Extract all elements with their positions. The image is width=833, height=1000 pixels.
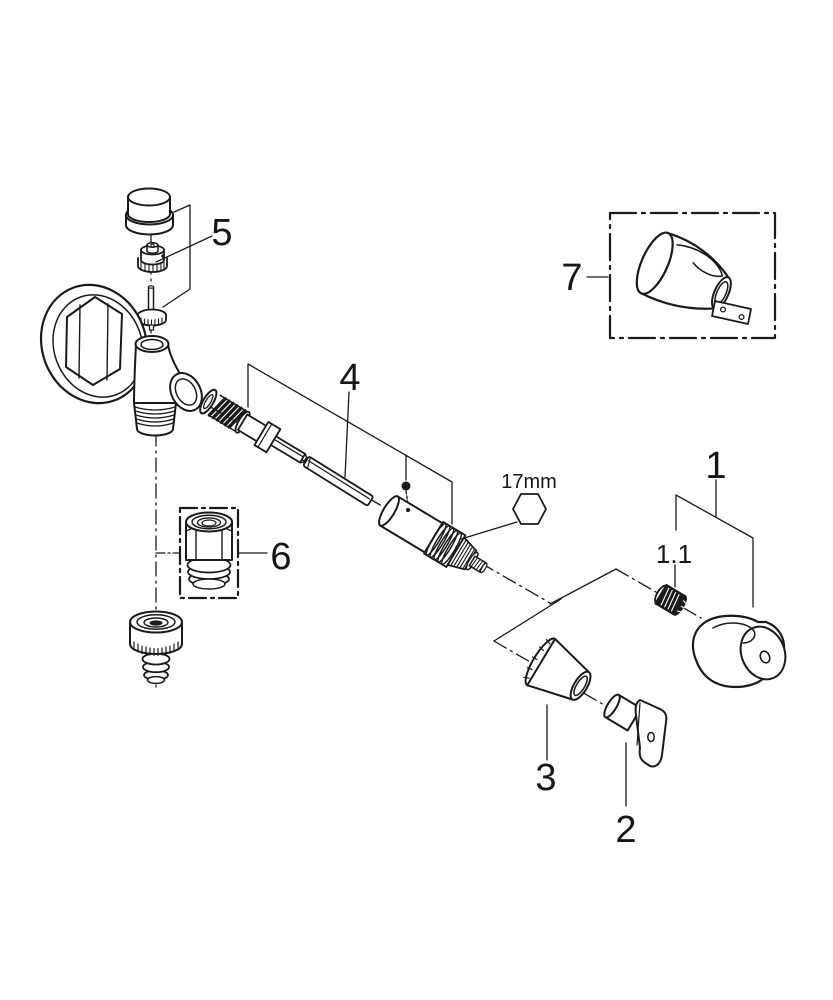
hex-rod xyxy=(302,456,374,507)
leader-5 xyxy=(155,235,213,263)
part2-operating-key xyxy=(603,693,668,768)
centerlines xyxy=(150,233,702,714)
headpart-cartridge xyxy=(378,495,488,574)
callout-2: 2 xyxy=(615,809,636,851)
callout-3: 3 xyxy=(535,757,556,799)
part4-headpart-set xyxy=(199,388,488,574)
callout-5: 5 xyxy=(211,212,232,254)
hose-union-connector xyxy=(129,610,183,685)
threaded-outlet xyxy=(133,402,177,437)
valve-core xyxy=(137,242,168,273)
detent-ball xyxy=(401,481,411,491)
leader-17mm xyxy=(460,521,518,540)
callout-7: 7 xyxy=(561,257,582,299)
part1-1-adapter-insert xyxy=(654,583,687,616)
part6-coupling-adapter xyxy=(185,511,233,590)
knob-axis-centerline xyxy=(615,568,702,619)
part5-top-cap-set xyxy=(125,187,174,331)
part7-mounting-tab xyxy=(711,300,752,325)
axis-jog-lines xyxy=(493,568,617,642)
wrench-size-hexagon xyxy=(512,493,547,525)
part1-handle-knob xyxy=(691,614,787,689)
callout-1-1: 1.1 xyxy=(656,539,692,569)
callout-leaders xyxy=(155,204,754,807)
callout-4: 4 xyxy=(339,357,360,399)
cap xyxy=(127,187,171,207)
callout-6: 6 xyxy=(270,536,291,578)
part7-detail-box xyxy=(608,211,777,340)
spindle-with-spring xyxy=(199,388,308,464)
valve-body xyxy=(39,283,203,437)
leader-4 xyxy=(344,391,350,478)
part7-covering-cap xyxy=(635,231,752,325)
wrench-size-label: 17mm xyxy=(501,471,557,493)
bracket-4 xyxy=(247,363,453,525)
bracket-5 xyxy=(162,204,191,308)
callout-1: 1 xyxy=(705,445,726,487)
bracket-1 xyxy=(675,494,754,608)
part3-cone-cap xyxy=(523,637,592,701)
